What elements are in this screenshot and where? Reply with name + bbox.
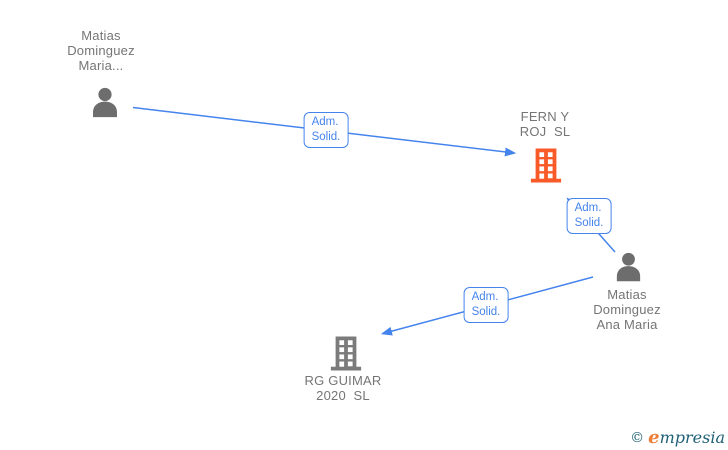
person-icon[interactable]	[88, 86, 122, 120]
empresia-watermark: ©empresia	[630, 427, 725, 448]
building-glyph	[330, 336, 362, 371]
building-glyph	[530, 148, 562, 183]
node-label-company1: FERN Y ROJ SL	[519, 109, 571, 139]
building-icon[interactable]	[329, 334, 363, 373]
person-glyph	[616, 252, 641, 282]
node-label-person1: Matias Dominguez Maria...	[67, 28, 135, 73]
person-glyph	[93, 87, 117, 118]
person-icon[interactable]	[612, 251, 645, 284]
edge-label-adm-solid[interactable]: Adm. Solid.	[463, 287, 509, 323]
node-label-person2: Matias Dominguez Ana Maria	[593, 287, 661, 332]
brand-initial: e	[648, 427, 660, 448]
edge-label-adm-solid[interactable]: Adm. Solid.	[566, 198, 612, 234]
brand-name: mpresia	[659, 428, 725, 447]
node-label-company2: RG GUIMAR 2020 SL	[304, 373, 382, 403]
building-icon[interactable]	[529, 146, 563, 185]
edge-label-adm-solid[interactable]: Adm. Solid.	[303, 112, 349, 148]
copyright-icon: ©	[630, 430, 645, 446]
